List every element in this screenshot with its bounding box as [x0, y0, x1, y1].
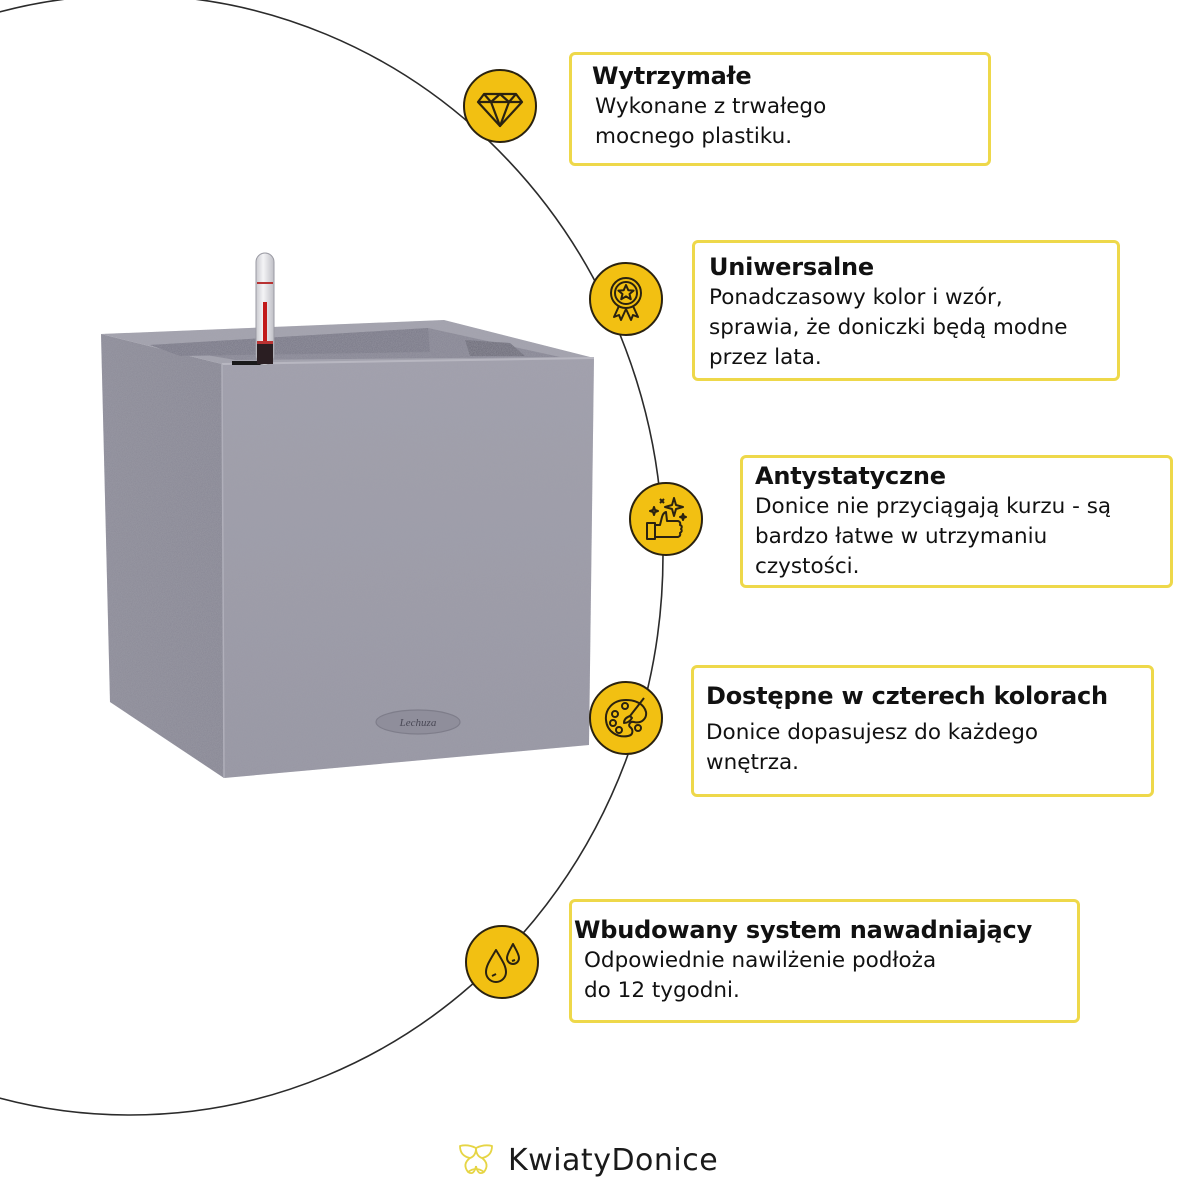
feature-title: Dostępne w czterech kolorach	[706, 682, 1108, 710]
planter-left-face	[101, 334, 224, 778]
planter-inner-back	[150, 328, 430, 356]
feature-card-universal: Uniwersalne Ponadczasowy kolor i wzór, s…	[692, 240, 1120, 381]
feature-title: Wbudowany system nawadniający	[574, 916, 1033, 944]
brand-name: KwiatyDonice	[508, 1142, 719, 1178]
feature-title: Wytrzymałe	[592, 62, 752, 90]
award-ribbon-icon	[589, 262, 663, 336]
feature-description: Wykonane z trwałego mocnego plastiku.	[595, 94, 827, 149]
feature-description: Donice nie przyciągają kurzu - są bardzo…	[755, 494, 1112, 579]
planter-inner-slot	[465, 340, 525, 356]
feature-card-irrigation: Wbudowany system nawadniający Odpowiedni…	[569, 899, 1080, 1023]
planter-logo-emboss	[375, 709, 461, 735]
paint-palette-icon	[589, 681, 663, 755]
planter-front-face	[222, 358, 594, 778]
diamond-icon	[463, 69, 537, 143]
feature-title: Uniwersalne	[709, 253, 874, 281]
feature-description: Donice dopasujesz do każdego wnętrza.	[706, 720, 1039, 775]
feature-card-durable: Wytrzymałe Wykonane z trwałego mocnego p…	[569, 52, 991, 166]
feature-card-antistatic: Antystatyczne Donice nie przyciągają kur…	[740, 455, 1173, 588]
thumbs-up-sparkle-icon	[629, 482, 703, 556]
feature-title: Antystatyczne	[755, 462, 946, 490]
planter-body	[101, 320, 594, 778]
water-drops-icon	[465, 925, 539, 999]
water-level-indicator	[232, 252, 275, 366]
feature-card-colors: Dostępne w czterech kolorach Donice dopa…	[691, 665, 1154, 797]
feature-description: Odpowiednie nawilżenie podłoża do 12 tyg…	[584, 948, 937, 1003]
brand-logo: KwiatyDonice	[456, 1140, 718, 1180]
planter-logo-text: Lechuza	[399, 717, 437, 729]
feature-description: Ponadczasowy kolor i wzór, sprawia, że d…	[709, 285, 1068, 370]
butterfly-leaf-icon	[459, 1144, 493, 1175]
